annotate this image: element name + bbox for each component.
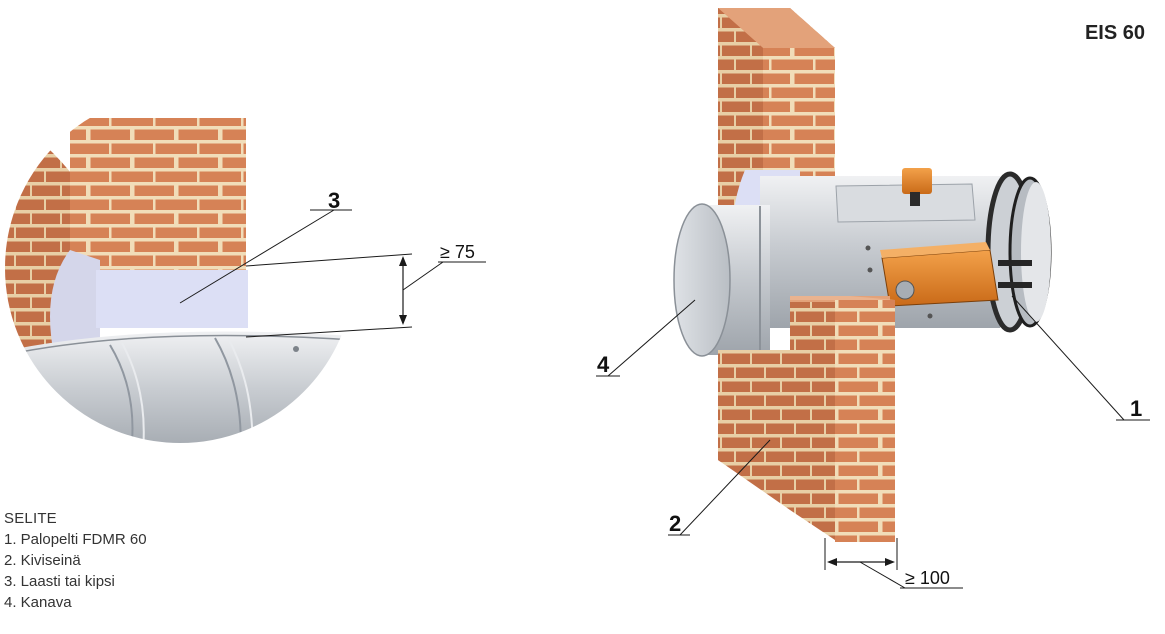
callout-2-label: 2 — [669, 511, 681, 536]
actuator — [880, 242, 1032, 307]
legend-item: 1. Palopelti FDMR 60 — [4, 531, 147, 548]
brick-wall-front — [718, 296, 895, 542]
duct-opening — [673, 203, 731, 357]
detail-view — [4, 92, 356, 444]
legend-item: 3. Laasti tai kipsi — [4, 573, 115, 590]
callout-3-label: 3 — [328, 188, 340, 213]
gap-extension-bottom — [245, 326, 413, 338]
callout-1-label: 1 — [1130, 396, 1142, 421]
gap-dimension-label: ≥ 75 — [440, 242, 475, 262]
legend-item: 4. Kanava — [4, 594, 72, 611]
detail-filler-layer — [96, 270, 248, 328]
wall-leader — [679, 439, 771, 536]
damper-leader — [1011, 295, 1125, 421]
gap-extension-top — [245, 253, 413, 267]
callout-4-label: 4 — [597, 352, 610, 377]
fire-damper — [760, 168, 1052, 333]
detail-leader-3 — [179, 209, 335, 304]
duct-leader — [607, 299, 696, 377]
detail-duct — [4, 331, 356, 444]
detail-circle-outline — [3, 91, 357, 445]
duct — [673, 203, 770, 357]
fire-rating-label: EIS 60 — [1084, 22, 1145, 44]
legend: SELITE 1. Palopelti FDMR 60 2. Kiviseinä… — [4, 508, 147, 613]
wall-dimension-label: ≥ 100 — [905, 568, 950, 588]
detail-brick-wall — [70, 118, 246, 273]
legend-title: SELITE — [4, 510, 57, 527]
legend-item: 2. Kiviseinä — [4, 552, 81, 569]
